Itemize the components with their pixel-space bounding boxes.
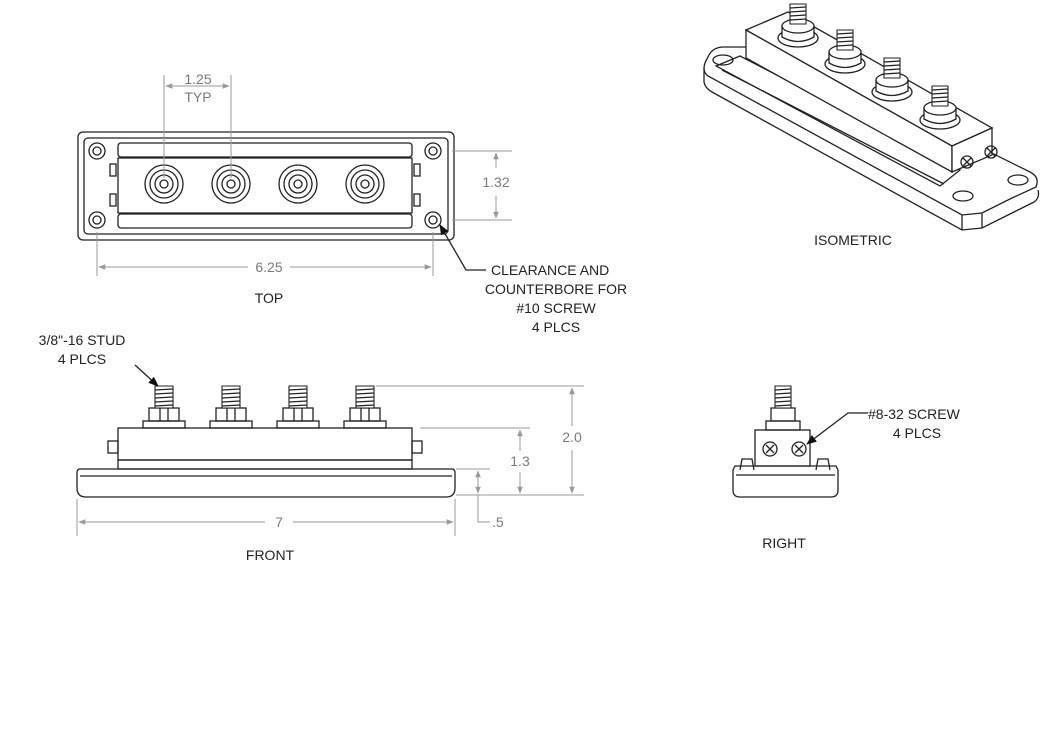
top-stud	[278, 164, 318, 204]
top-view-label: TOP	[255, 290, 284, 306]
stud-callout-line-2: 4 PLCS	[58, 351, 106, 367]
top-corner-hole	[88, 142, 106, 160]
dim-top-width: 1.32	[452, 150, 512, 221]
dim-top-length-value: 6.25	[255, 259, 282, 275]
top-corner-hole	[88, 211, 106, 229]
top-view: 1.25 TYP 1.32 6.25 TOP CLEARANCE AND COU…	[77, 71, 627, 335]
isometric-view-label: ISOMETRIC	[814, 232, 892, 248]
top-corner-hole	[424, 211, 442, 229]
dim-front-total-height: 2.0	[376, 385, 584, 496]
front-view-label: FRONT	[246, 547, 295, 563]
top-corner-hole	[424, 142, 442, 160]
dim-front-total-height-value: 2.0	[562, 429, 582, 445]
clearance-line-4: 4 PLCS	[532, 319, 580, 335]
iso-stud	[824, 29, 866, 74]
front-view: 3/8"-16 STUD 4 PLCS 2.0 1.3 .5	[39, 332, 584, 563]
dim-top-width-value: 1.32	[482, 174, 509, 190]
front-stud	[209, 385, 253, 429]
iso-stud	[777, 3, 819, 48]
front-stud	[276, 385, 320, 429]
right-screw	[762, 441, 778, 457]
front-stud	[142, 385, 186, 429]
dim-stud-pitch-note: TYP	[184, 89, 211, 105]
stud-callout: 3/8"-16 STUD 4 PLCS	[39, 332, 159, 387]
screw-callout-line-2: 4 PLCS	[893, 425, 941, 441]
right-view-label: RIGHT	[762, 535, 806, 551]
dim-stud-pitch: 1.25 TYP	[163, 71, 232, 178]
dim-front-length: 7	[76, 499, 456, 536]
stud-callout-line-1: 3/8"-16 STUD	[39, 332, 126, 348]
front-stud	[343, 385, 387, 429]
dim-front-block-height: 1.3	[420, 427, 530, 494]
screw-callout-line-1: #8-32 SCREW	[868, 406, 961, 422]
iso-stud	[919, 85, 961, 130]
dim-stud-pitch-value: 1.25	[184, 71, 211, 87]
iso-stud	[871, 57, 913, 102]
isometric-view: ISOMETRIC	[703, 3, 1040, 248]
dim-front-length-value: 7	[275, 514, 283, 530]
right-screw	[791, 441, 807, 457]
screw-callout: #8-32 SCREW 4 PLCS	[806, 406, 961, 445]
clearance-line-1: CLEARANCE AND	[491, 262, 609, 278]
clearance-line-3: #10 SCREW	[516, 300, 596, 316]
dim-top-length: 6.25	[96, 232, 434, 276]
dim-front-block-height-value: 1.3	[510, 453, 530, 469]
clearance-line-2: COUNTERBORE FOR	[485, 281, 627, 297]
dim-front-base-height: .5	[456, 468, 504, 530]
dim-front-base-height-value: .5	[492, 514, 504, 530]
right-view: #8-32 SCREW 4 PLCS RIGHT	[732, 385, 961, 551]
top-stud	[345, 164, 385, 204]
clearance-callout: CLEARANCE AND COUNTERBORE FOR #10 SCREW …	[439, 224, 627, 335]
